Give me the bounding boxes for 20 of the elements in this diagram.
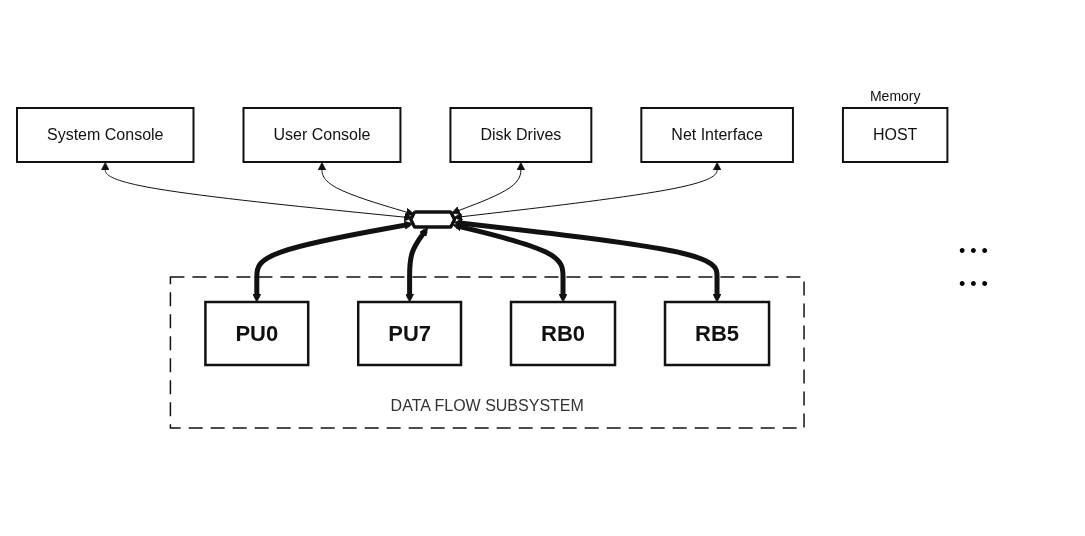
node-box: PU7	[357, 300, 463, 367]
node-box: RB5	[664, 300, 771, 367]
arrow	[454, 218, 722, 303]
arrow	[405, 227, 429, 303]
arrow	[101, 162, 413, 222]
node-box: PU0	[204, 300, 310, 367]
node-box: Net Interface	[640, 107, 795, 163]
ellipsis-dots: • • •	[959, 241, 989, 262]
node-box: RB0	[510, 300, 617, 367]
node-box: System Console	[16, 107, 195, 163]
node-box: HOST	[842, 107, 949, 163]
arrow	[317, 162, 415, 217]
ellipsis-dots: • • •	[959, 274, 989, 295]
node-caption: Memory	[869, 88, 921, 104]
arrow	[252, 220, 414, 303]
node-box: Disk Drives	[449, 107, 593, 163]
arrow	[453, 162, 722, 222]
arrow	[451, 162, 526, 215]
arrow	[452, 222, 568, 303]
node-box: User Console	[242, 107, 402, 163]
